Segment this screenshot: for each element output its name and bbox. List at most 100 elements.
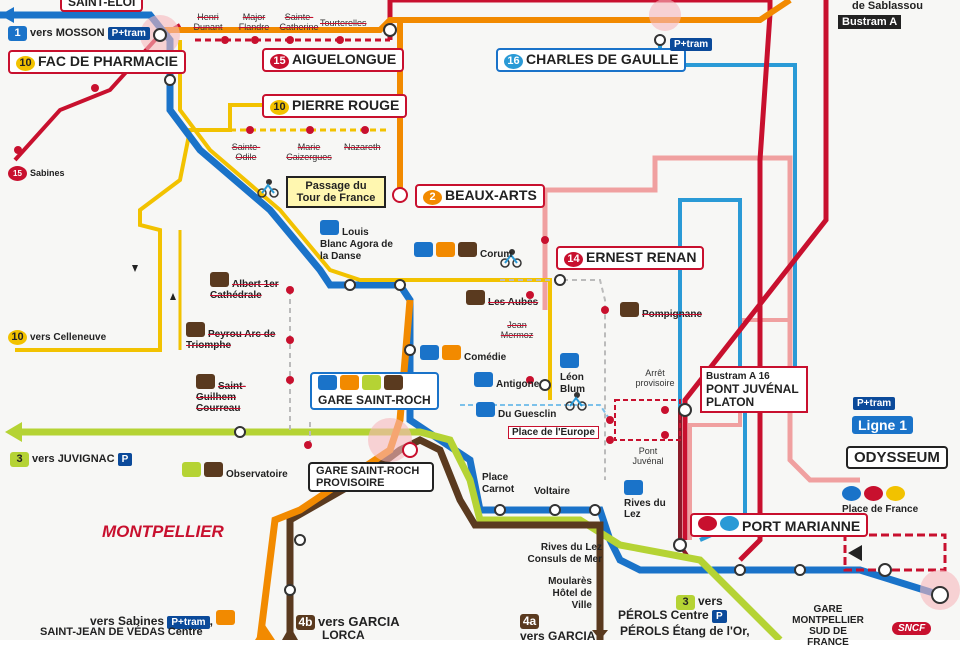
- label-vers-garcia-4a[interactable]: 4a vers GARCIA: [520, 614, 595, 643]
- station-name: Louis Blanc Agora de la Danse: [320, 227, 393, 262]
- line-16b-path: [678, 198, 742, 410]
- station-name: FAC DE PHARMACIE: [38, 53, 179, 69]
- label-de-sablassou[interactable]: de Sablassou: [852, 0, 923, 12]
- station-moulares[interactable]: Moularès Hôtel de Ville: [548, 576, 592, 611]
- line-badge: [474, 372, 493, 387]
- line-badge: 10: [16, 56, 35, 71]
- stop-sainte-catherine[interactable]: Sainte-Catherine: [279, 12, 319, 32]
- station-markers: [153, 23, 949, 604]
- label-lorca[interactable]: LORCA: [322, 628, 365, 642]
- station-du-guesclin[interactable]: Du Guesclin: [476, 402, 556, 420]
- line-badge: [864, 486, 883, 501]
- hub-glow-sablassou: [649, 0, 681, 31]
- stop-saint-guilhem[interactable]: Saint-Guilhem Courreau: [196, 374, 282, 414]
- odysseum-loop-path: [843, 533, 947, 572]
- line-badge: 14: [564, 252, 583, 267]
- station-pont-juvenal-platon[interactable]: Bustram A 16 PONT JUVÉNAL PLATON: [700, 366, 808, 413]
- stop-marie-caizergues[interactable]: Marie Caizergues: [286, 142, 332, 162]
- stop-nazareth[interactable]: Nazareth: [344, 142, 381, 152]
- stop-major-flandre[interactable]: Major Flandre: [238, 12, 270, 32]
- station-observatoire[interactable]: Observatoire: [182, 462, 288, 480]
- station-marker: [589, 504, 601, 516]
- line-badge: [842, 486, 861, 501]
- stop-sainte-odile[interactable]: Sainte-Odile: [231, 142, 261, 162]
- direction-arrow-down-icon: [132, 265, 138, 272]
- stop-henri-dunant[interactable]: Henri Dunant: [193, 12, 223, 32]
- stop-tourterelles[interactable]: Tourterelles: [320, 18, 367, 28]
- station-port-marianne[interactable]: PORT MARIANNE: [690, 513, 869, 537]
- label-perols-centre[interactable]: PÉROLS Centre P: [618, 608, 727, 623]
- line-badge: [204, 462, 223, 477]
- station-louis-blanc[interactable]: Louis Blanc Agora de la Danse: [320, 220, 398, 263]
- line-badge: 1: [8, 26, 27, 41]
- station-voltaire[interactable]: Voltaire: [534, 486, 570, 497]
- stop-pont-juvenal[interactable]: Pont Juvénal: [632, 446, 664, 466]
- line-badge: 4b: [296, 615, 315, 630]
- station-marker: [539, 379, 551, 391]
- station-rives-du-lez-consuls[interactable]: Rives du Lez Consuls de Mer: [527, 542, 602, 565]
- line-badge: [420, 345, 439, 360]
- stop-pompignane[interactable]: Pompignane: [620, 302, 702, 320]
- stop-peyrou[interactable]: Peyrou Arc de Triomphe: [186, 322, 286, 351]
- station-gare-saint-roch-provisoire[interactable]: GARE SAINT-ROCH PROVISOIRE: [308, 462, 434, 492]
- station-name: GARE SAINT-ROCH: [318, 393, 431, 407]
- line-2-top-right-path: [400, 0, 792, 23]
- bus-stop: [541, 236, 549, 244]
- station-place-carnot[interactable]: Place Carnot: [482, 472, 515, 495]
- station-gare-saint-roch[interactable]: GARE SAINT-ROCH: [310, 372, 439, 410]
- label-vers-sabines[interactable]: vers Sabines P+tram,: [90, 610, 238, 629]
- station-name: Comédie: [464, 352, 507, 363]
- station-leon-blum[interactable]: Léon Blum: [560, 353, 604, 396]
- station-name: Place de France: [842, 504, 919, 515]
- station-name: Rives du Lez: [624, 498, 666, 520]
- stop-name: Pompignane: [642, 309, 703, 320]
- line-badge: [186, 322, 205, 337]
- stop-albert-1er[interactable]: Albert 1er Cathédrale: [210, 272, 290, 301]
- station-odysseum[interactable]: ODYSSEUM: [846, 446, 948, 469]
- line-badge: [442, 345, 461, 360]
- station-marker: [673, 538, 687, 552]
- stop-jean-mermoz[interactable]: Jean Mermoz: [500, 320, 534, 340]
- arrow-odysseum-icon: [848, 545, 862, 561]
- station-rives-du-lez[interactable]: Rives du Lez: [624, 480, 668, 520]
- station-corum[interactable]: Corum: [414, 242, 512, 260]
- line-badge: [320, 220, 339, 235]
- stop-name: Saint-Guilhem Courreau: [196, 381, 246, 414]
- station-gare-montpellier-sud[interactable]: GARE MONTPELLIER SUD DE FRANCE: [792, 604, 864, 648]
- station-comedie[interactable]: Comédie: [420, 345, 506, 363]
- bus-stop: [91, 84, 99, 92]
- station-marker: [404, 344, 416, 356]
- station-marker: [153, 28, 167, 42]
- bus-stop: [286, 336, 294, 344]
- station-marker: [931, 586, 949, 604]
- stop-les-aubes[interactable]: Les Aubes: [466, 290, 538, 308]
- station-marker: [234, 426, 246, 438]
- bus-stop: [304, 441, 312, 449]
- line-badge: [466, 290, 485, 305]
- label-perols-etang[interactable]: PÉROLS Étang de l'Or,: [620, 624, 750, 638]
- provisional-blue-path: [460, 404, 611, 421]
- station-marker: [164, 74, 176, 86]
- bus-stop: [526, 376, 534, 384]
- station-place-de-l-europe[interactable]: Place de l'Europe: [508, 426, 599, 439]
- station-name: PONT JUVÉNAL PLATON: [706, 382, 799, 409]
- parking-badge: P: [712, 610, 727, 623]
- station-place-de-france[interactable]: Place de France: [842, 486, 918, 515]
- line-badge: 3: [676, 595, 695, 610]
- destination-text: vers: [698, 594, 723, 608]
- station-saint-eloi[interactable]: SAINT-ÉLOI: [60, 0, 144, 12]
- label-saint-jean-de-vedas[interactable]: SAINT-JEAN DE VÉDAS Centre: [40, 626, 203, 638]
- station-antigone[interactable]: Antigone: [474, 372, 539, 390]
